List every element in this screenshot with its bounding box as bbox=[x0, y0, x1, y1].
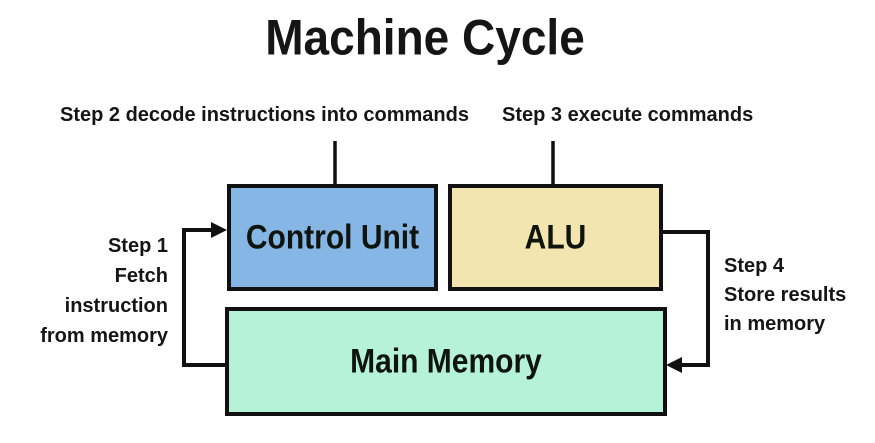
step4-arrowhead bbox=[666, 357, 682, 373]
box-main-memory: Main Memory bbox=[225, 307, 667, 416]
annotation-step1-line1: Step 1 bbox=[107, 235, 168, 257]
step4-arrow-path bbox=[661, 230, 710, 367]
annotation-step1-line2: Fetch bbox=[114, 265, 168, 287]
step1-arrow-path bbox=[182, 228, 227, 367]
annotation-step1: Step 1 Fetch instruction from memory bbox=[38, 231, 168, 351]
annotation-step4-line1: Step 4 bbox=[724, 255, 785, 277]
main-memory-label: Main Memory bbox=[350, 341, 542, 380]
annotation-step1-line4: from memory bbox=[40, 325, 168, 347]
annotation-step4-line2: Store results bbox=[724, 284, 847, 306]
annotation-step1-line3: instruction bbox=[64, 295, 168, 317]
annotation-step4-line3: in memory bbox=[724, 313, 826, 335]
step1-arrowhead bbox=[211, 222, 227, 238]
control-unit-label: Control Unit bbox=[245, 217, 420, 256]
alu-label: ALU bbox=[524, 217, 587, 256]
box-alu: ALU bbox=[448, 184, 663, 291]
annotation-step4: Step 4 Store results in memory bbox=[724, 252, 874, 339]
annotation-step2: Step 2 decode instructions into commands bbox=[60, 104, 469, 126]
diagram-title: Machine Cycle bbox=[265, 9, 585, 66]
annotation-step3: Step 3 execute commands bbox=[502, 104, 754, 126]
box-control-unit: Control Unit bbox=[227, 184, 438, 291]
